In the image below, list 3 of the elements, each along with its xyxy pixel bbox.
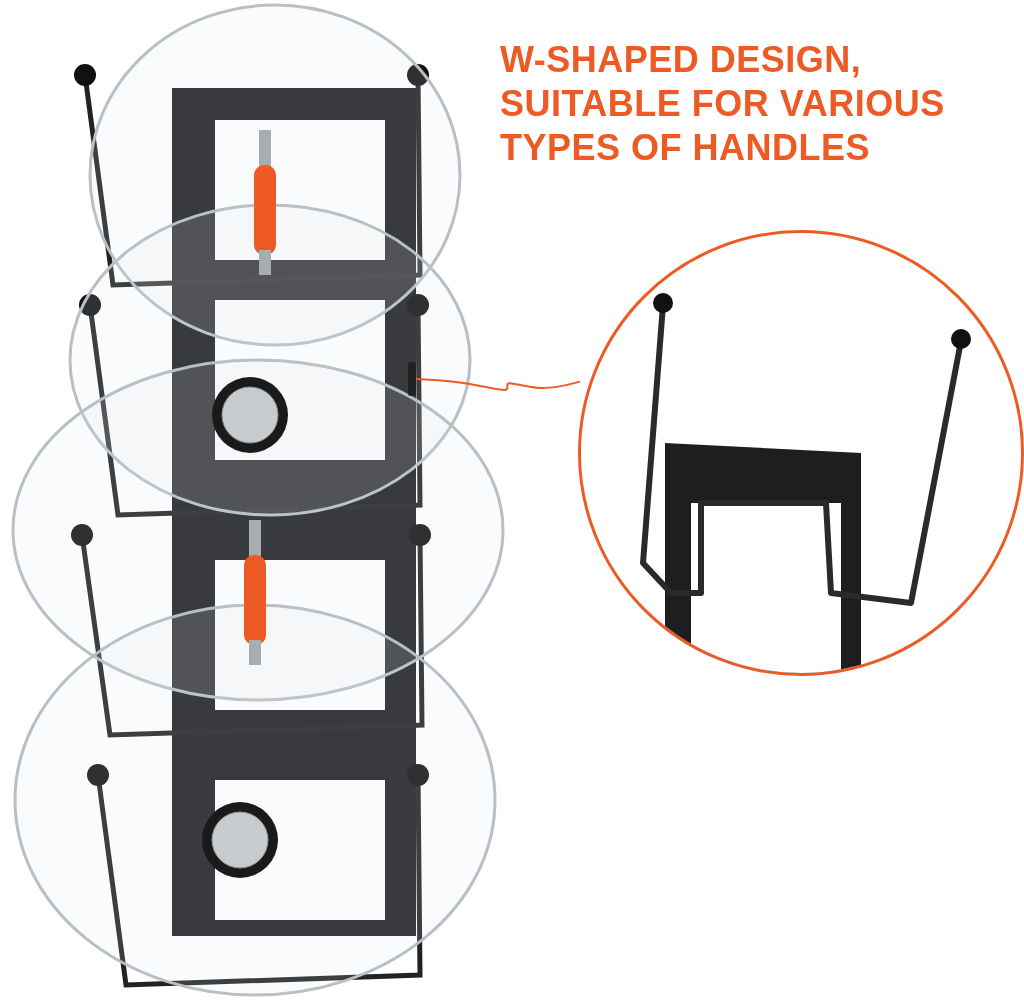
leader-line [415, 378, 581, 392]
rack-post [408, 362, 416, 396]
headline: W-SHAPED DESIGN, SUITABLE FOR VARIOUS TYPES OF HANDLES [500, 38, 946, 170]
